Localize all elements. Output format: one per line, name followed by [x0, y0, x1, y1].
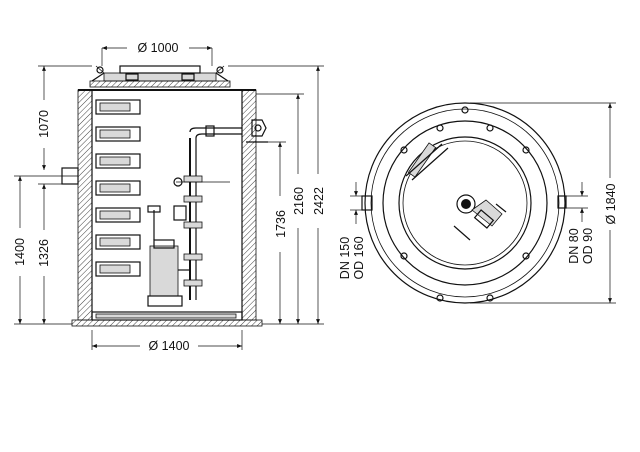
dim-top-diameter: Ø 1000 — [137, 41, 178, 55]
dim-inlet-od: OD 160 — [352, 236, 366, 279]
base-plate — [71, 311, 263, 327]
outer-ring — [364, 102, 566, 304]
dim-height-1326: 1326 — [37, 239, 51, 267]
dim-height-1736: 1736 — [274, 210, 288, 238]
wall-ribs — [95, 99, 141, 277]
top-view: Ø 1840 DN 150 OD 160 DN 80 OD 90 — [338, 102, 618, 304]
side-dimensions — [14, 46, 324, 350]
pipework — [173, 119, 268, 300]
side-view: Ø 1000 Ø 1400 1070 1400 1326 1736 2160 2… — [13, 41, 326, 353]
pump-unit — [147, 205, 190, 307]
rim-bolts — [400, 106, 530, 302]
dim-outer-diameter: Ø 1840 — [604, 183, 618, 224]
dim-height-2422: 2422 — [312, 187, 326, 215]
ladder — [405, 142, 449, 181]
dim-base-diameter: Ø 1400 — [148, 339, 189, 353]
dim-inlet-dn: DN 150 — [338, 237, 352, 279]
inner-ring — [382, 120, 548, 286]
dim-outlet-dn: DN 80 — [567, 228, 581, 263]
dim-outlet-od: OD 90 — [581, 228, 595, 264]
pump-top — [453, 194, 507, 241]
top-dimensions — [350, 102, 616, 304]
dim-height-1070: 1070 — [37, 110, 51, 138]
dim-height-1400: 1400 — [13, 238, 27, 266]
dim-height-2160: 2160 — [292, 187, 306, 215]
manhole-cover — [89, 65, 231, 88]
manhole-opening — [398, 136, 532, 270]
top-outlet-stub — [557, 195, 567, 209]
inlet-pipe — [61, 167, 79, 185]
top-inlet-stub — [361, 195, 373, 211]
